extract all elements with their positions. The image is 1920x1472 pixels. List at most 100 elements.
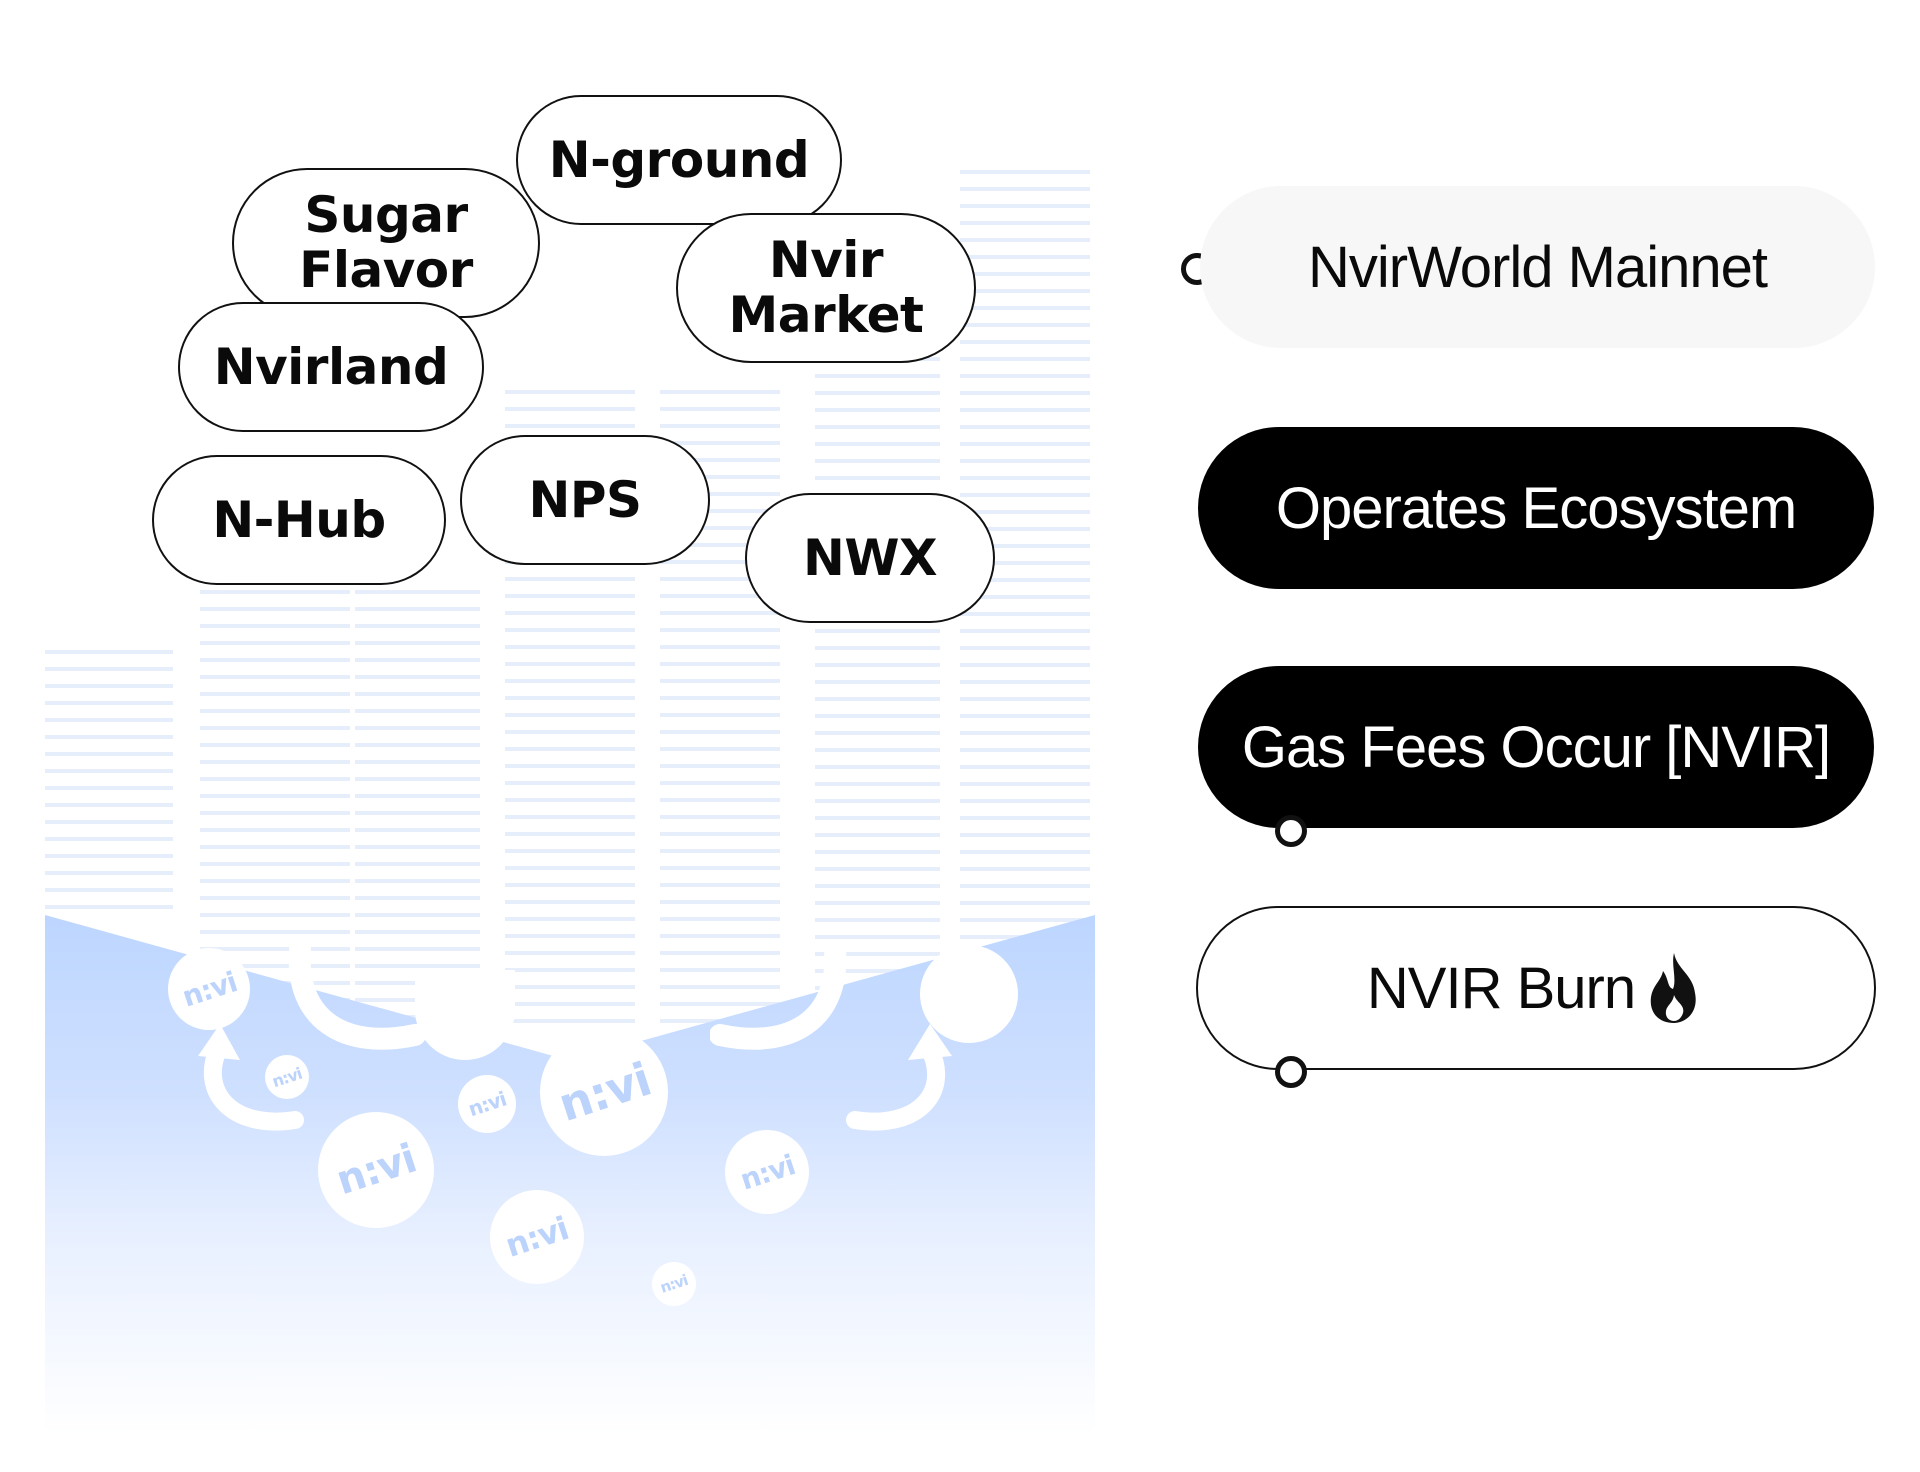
- stripe-line: [660, 645, 780, 649]
- stripe-line: [960, 289, 1090, 293]
- stripe-line: [960, 238, 1090, 242]
- stripe-line: [505, 1019, 635, 1023]
- step-operates-ecosystem: Operates Ecosystem: [1198, 427, 1874, 589]
- stripe-line: [200, 828, 350, 832]
- stripe-line: [200, 930, 350, 934]
- stripe-line: [505, 832, 635, 836]
- stripe-line: [355, 811, 480, 815]
- stripe-line: [660, 679, 780, 683]
- service-pill-nwx: NWX: [745, 493, 995, 623]
- stripe-line: [45, 701, 173, 705]
- stripe-line: [505, 424, 635, 428]
- stripe-line: [960, 867, 1090, 871]
- stripe-line: [355, 641, 480, 645]
- nvir-coin: n:vi: [725, 1130, 809, 1214]
- stripe-line: [660, 866, 780, 870]
- stripe-line: [45, 650, 173, 654]
- stripe-line: [505, 594, 635, 598]
- stripe-line: [200, 692, 350, 696]
- stripe-line: [815, 765, 940, 769]
- stripe-line: [505, 577, 635, 581]
- stripe-line: [45, 888, 173, 892]
- stripe-line: [505, 696, 635, 700]
- stripe-line: [200, 607, 350, 611]
- stripe-line: [355, 726, 480, 730]
- step-mainnet: NvirWorld Mainnet: [1200, 186, 1875, 348]
- stripe-line: [45, 837, 173, 841]
- ecosystem-illustration: n:vi n:vi n:vi n:vi n:vi n:vi n:vi n:vi …: [45, 95, 1095, 1435]
- stripe-line: [960, 578, 1090, 582]
- stripe-line: [960, 765, 1090, 769]
- stripe-line: [960, 884, 1090, 888]
- stripe-line: [505, 628, 635, 632]
- stripe-line: [660, 611, 780, 615]
- stripe-line: [960, 850, 1090, 854]
- nvir-coin: n:vi: [652, 1262, 696, 1306]
- stripe-line: [815, 867, 940, 871]
- stripe-line: [355, 658, 480, 662]
- stripe-line: [200, 913, 350, 917]
- stripe-line: [660, 492, 780, 496]
- stripe-line: [355, 743, 480, 747]
- stripe-line: [660, 696, 780, 700]
- stripe-line: [660, 424, 780, 428]
- stripe-line: [960, 357, 1090, 361]
- stripe-line: [355, 709, 480, 713]
- stripe-line: [505, 781, 635, 785]
- stripe-line: [660, 560, 780, 564]
- stripe-column: [45, 650, 173, 920]
- stripe-line: [505, 798, 635, 802]
- stripe-line: [355, 930, 480, 934]
- stripe-line: [960, 442, 1090, 446]
- stripe-line: [960, 663, 1090, 667]
- stripe-line: [960, 425, 1090, 429]
- stripe-line: [815, 918, 940, 922]
- stripe-line: [505, 764, 635, 768]
- fire-icon: [1650, 953, 1696, 1023]
- stripe-line: [960, 476, 1090, 480]
- stripe-line: [960, 731, 1090, 735]
- node-dot-icon: [1275, 1056, 1307, 1088]
- stripe-line: [960, 680, 1090, 684]
- stripe-line: [960, 799, 1090, 803]
- stripe-line: [505, 815, 635, 819]
- stripe-line: [960, 408, 1090, 412]
- stripe-line: [660, 662, 780, 666]
- service-pill-nps: NPS: [460, 435, 710, 565]
- stripe-line: [960, 459, 1090, 463]
- stripe-line: [815, 442, 940, 446]
- stripe-line: [660, 730, 780, 734]
- stripe-line: [45, 786, 173, 790]
- stripe-line: [815, 952, 940, 956]
- stripe-line: [815, 425, 940, 429]
- nvir-coin: n:vi: [265, 1055, 309, 1099]
- stripe-line: [505, 662, 635, 666]
- stripe-line: [660, 917, 780, 921]
- stripe-line: [45, 752, 173, 756]
- stripe-line: [660, 968, 780, 972]
- stripe-line: [355, 862, 480, 866]
- service-pill-nvir-market: Nvir Market: [676, 213, 976, 363]
- stripe-line: [505, 1002, 635, 1006]
- stripe-line: [660, 849, 780, 853]
- stripe-line: [660, 1002, 780, 1006]
- stripe-line: [960, 748, 1090, 752]
- stripe-line: [815, 748, 940, 752]
- stripe-line: [660, 628, 780, 632]
- service-pill-sugar-flavor: Sugar Flavor: [232, 168, 540, 318]
- stripe-line: [960, 629, 1090, 633]
- stripe-line: [200, 641, 350, 645]
- recycle-arrow-icon: [288, 940, 425, 1050]
- stripe-line: [45, 667, 173, 671]
- stripe-line: [200, 896, 350, 900]
- nvir-coin: [415, 970, 515, 1060]
- stripe-line: [505, 713, 635, 717]
- stripe-line: [660, 713, 780, 717]
- stripe-line: [200, 658, 350, 662]
- stripe-line: [660, 815, 780, 819]
- stripe-line: [660, 951, 780, 955]
- stripe-line: [660, 509, 780, 513]
- stripe-line: [815, 833, 940, 837]
- stripe-line: [200, 794, 350, 798]
- stripe-line: [660, 934, 780, 938]
